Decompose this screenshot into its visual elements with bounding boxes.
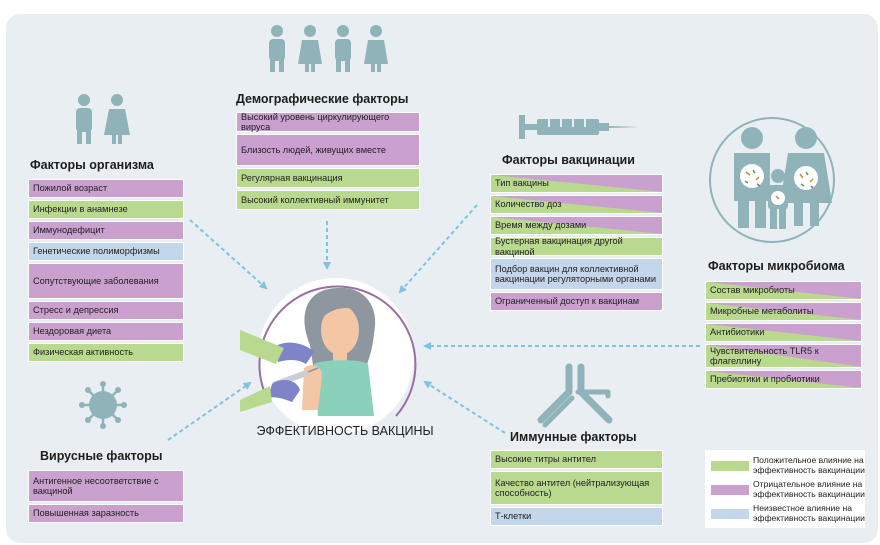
man-woman-icon (76, 94, 130, 144)
factor-label: Микробные метаболиты (710, 306, 814, 317)
factor-item: Пребиотики и пробиотики (705, 370, 862, 389)
factor-item: Инфекции в анамнезе (28, 200, 184, 219)
factor-label: Т-клетки (495, 511, 532, 522)
factor-item: Чувствительность TLR5 к флагеллину (705, 344, 862, 368)
factor-item: Высокий уровень циркулирующего вируса (236, 112, 420, 132)
factor-item: Бустерная вакцинация другой вакциной (490, 236, 663, 257)
factor-label: Регулярная вакцинация (241, 172, 343, 183)
arrow-vaccination (398, 204, 478, 294)
factor-item: Высокий коллективный иммунитет (236, 190, 420, 210)
factor-item: Иммунодефицит (28, 221, 184, 240)
factor-item: Регулярная вакцинация (236, 168, 420, 188)
factor-item: Близость людей, живущих вместе (236, 134, 420, 166)
factor-label: Пожилой возраст (33, 183, 108, 194)
factor-label: Сопутствующие заболевания (33, 275, 159, 286)
factor-label: Подбор вакцин для коллективной вакцинаци… (495, 263, 656, 285)
arrow-immune (423, 380, 506, 434)
factor-label: Повышенная заразность (33, 508, 139, 519)
organism-title: Факторы организма (30, 158, 154, 172)
factor-label: Генетические полиморфизмы (33, 246, 160, 257)
arrows (167, 204, 700, 441)
legend-item-unknown: Неизвестное влияние на эффективность вак… (711, 503, 865, 523)
factor-label: Чувствительность TLR5 к флагеллину (710, 345, 819, 367)
demographic-title: Демографические факторы (236, 92, 409, 106)
vaccination-title: Факторы вакцинации (502, 153, 635, 167)
legend-swatch (711, 460, 749, 471)
factor-item: Физическая активность (28, 343, 184, 362)
legend-item-negative: Отрицательное влияние на эффективность в… (711, 479, 865, 499)
demographic-factors-list: Высокий уровень циркулирующего вируса Бл… (236, 112, 420, 212)
legend-label: Отрицательное влияние на эффективность в… (753, 479, 865, 499)
factor-item: Антибиотики (705, 323, 862, 342)
factor-item: Ограниченный доступ к вакцинам (490, 292, 663, 311)
factor-item: Состав микробиоты (705, 281, 862, 300)
factor-label: Близость людей, живущих вместе (241, 144, 386, 155)
factor-label: Качество антител (нейтрализующая способн… (495, 477, 650, 499)
immune-factors-list: Высокие титры антител Качество антител (… (490, 450, 663, 528)
factor-label: Время между дозами (495, 220, 587, 231)
legend-swatch (711, 508, 749, 519)
factor-item: Подбор вакцин для коллективной вакцинаци… (490, 258, 663, 290)
factor-item: Повышенная заразность (28, 504, 184, 523)
legend-swatch (711, 484, 749, 495)
factor-item: Количество доз (490, 195, 663, 214)
legend-item-positive: Положительное влияние на эффективность в… (711, 455, 865, 475)
factor-label: Антибиотики (710, 327, 765, 338)
factor-label: Нездоровая диета (33, 326, 112, 337)
vaccination-illustration (240, 278, 417, 434)
arrow-viral (167, 381, 252, 441)
organism-factors-list: Пожилой возраст Инфекции в анамнезе Имму… (28, 179, 184, 364)
people-group-icon (269, 25, 388, 72)
factor-item: Пожилой возраст (28, 179, 184, 198)
factor-label: Высокий уровень циркулирующего вируса (241, 111, 390, 133)
factor-label: Тип вакцины (495, 178, 549, 189)
factor-label: Бустерная вакцинация другой вакциной (495, 236, 623, 257)
factor-label: Количество доз (495, 199, 562, 210)
factor-label: Высокий коллективный иммунитет (241, 194, 389, 205)
arrow-organism (189, 219, 268, 290)
factor-label: Ограниченный доступ к вакцинам (495, 296, 640, 307)
factor-item: Время между дозами (490, 216, 663, 235)
viral-factors-list: Антигенное несоответствие с вакциной Пов… (28, 470, 184, 525)
factor-item: Качество антител (нейтрализующая способн… (490, 471, 663, 505)
factor-label: Физическая активность (33, 347, 134, 358)
family-microbiome-icon (709, 117, 835, 243)
factor-label: Высокие титры антител (495, 454, 596, 465)
factor-label: Стресс и депрессия (33, 305, 119, 316)
microbiome-title: Факторы микробиома (708, 259, 845, 273)
microbiome-factors-list: Состав микробиоты Микробные метаболиты А… (705, 281, 862, 391)
factor-label: Антигенное несоответствие с вакциной (33, 475, 159, 497)
legend-label: Неизвестное влияние на эффективность вак… (753, 503, 865, 523)
factor-item: Микробные метаболиты (705, 302, 862, 321)
factor-item: Высокие титры антител (490, 450, 663, 469)
factor-item: Тип вакцины (490, 174, 663, 193)
factor-item: Т-клетки (490, 507, 663, 526)
legend-label: Положительное влияние на эффективность в… (753, 455, 865, 475)
factor-item: Генетические полиморфизмы (28, 242, 184, 261)
factor-label: Инфекции в анамнезе (33, 204, 128, 215)
factor-label: Пребиотики и пробиотики (710, 374, 820, 385)
factor-item: Антигенное несоответствие с вакциной (28, 470, 184, 502)
factor-label: Иммунодефицит (33, 225, 105, 236)
vaccine-efficacy-label: ЭФФЕКТИВНОСТЬ ВАКЦИНЫ (256, 424, 434, 438)
virus-icon (79, 381, 127, 429)
factor-item: Стресс и депрессия (28, 301, 184, 320)
factor-item: Нездоровая диета (28, 322, 184, 341)
viral-title: Вирусные факторы (40, 449, 163, 463)
syringe-icon (519, 115, 640, 139)
vaccination-factors-list: Тип вакцины Количество доз Время между д… (490, 174, 663, 313)
antibody-icon (537, 363, 613, 428)
factor-label: Состав микробиоты (710, 285, 795, 296)
legend: Положительное влияние на эффективность в… (705, 450, 865, 528)
immune-title: Иммунные факторы (510, 430, 637, 444)
factor-item: Сопутствующие заболевания (28, 263, 184, 299)
